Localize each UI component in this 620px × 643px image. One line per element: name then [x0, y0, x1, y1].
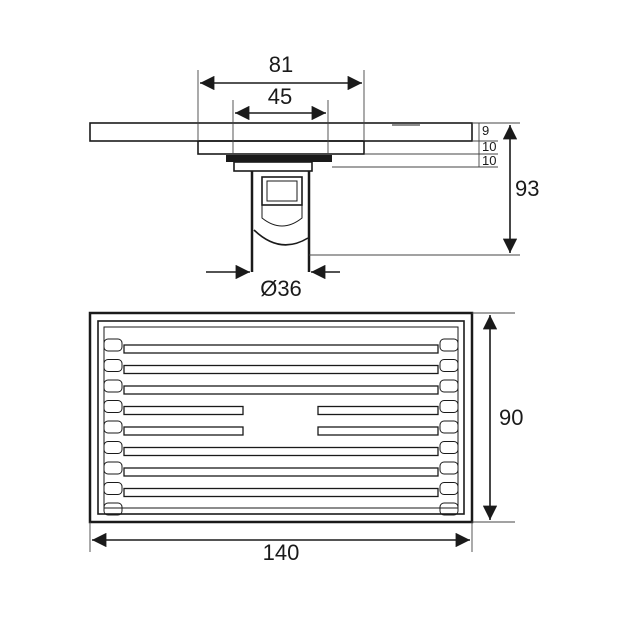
comb-tooth — [439, 420, 459, 434]
comb-tooth — [103, 482, 123, 495]
dim-label-10a: 10 — [482, 139, 496, 154]
flange — [226, 155, 332, 162]
dim-label-140: 140 — [263, 540, 300, 565]
grate-slot — [123, 446, 439, 457]
comb-tooth — [439, 441, 459, 454]
grate-slot — [123, 487, 439, 498]
grate-inner-frame — [97, 320, 465, 515]
comb-tooth — [103, 461, 123, 475]
dim-label-36: Ø36 — [260, 276, 302, 301]
grate-slot — [123, 405, 244, 416]
comb-tooth — [439, 482, 459, 495]
trap-skirt — [261, 205, 303, 227]
comb-tooth — [103, 441, 123, 454]
comb-tooth — [439, 338, 459, 352]
comb-tooth — [103, 502, 123, 516]
dim-label-10b: 10 — [482, 153, 496, 168]
frame-body — [197, 140, 365, 155]
grate-slot — [123, 364, 439, 375]
water-seal-curve — [253, 229, 309, 246]
grate-slots — [103, 338, 459, 516]
comb-tooth — [103, 400, 123, 413]
outlet-pipe — [250, 171, 311, 272]
comb-tooth — [439, 461, 459, 475]
grate-slot — [123, 385, 439, 395]
grate-outer-frame — [88, 311, 474, 524]
comb-tooth — [439, 502, 459, 516]
dim-label-9: 9 — [482, 123, 489, 138]
comb-tooth — [103, 338, 123, 352]
top-view: 90 140 — [88, 311, 523, 565]
comb-tooth — [439, 379, 459, 393]
grate-slot — [317, 426, 439, 436]
flange-lower — [233, 161, 313, 172]
comb-tooth — [439, 359, 459, 372]
side-view: 81 45 9 10 10 93 Ø36 — [89, 52, 539, 301]
dim-label-93: 93 — [515, 176, 539, 201]
comb-tooth — [103, 420, 123, 434]
grate-border — [103, 326, 459, 509]
dim-label-90: 90 — [499, 405, 523, 430]
comb-tooth — [103, 379, 123, 393]
top-plate — [89, 122, 473, 142]
grate-slot — [123, 344, 439, 354]
trap-inner — [266, 180, 298, 202]
comb-tooth — [103, 359, 123, 372]
dim-label-45: 45 — [268, 84, 292, 109]
grate-slot — [123, 467, 439, 477]
grate-slot — [123, 426, 244, 436]
grate-slot — [317, 405, 439, 416]
trap-outer — [261, 176, 303, 206]
comb-tooth — [439, 400, 459, 413]
dim-label-81: 81 — [269, 52, 293, 77]
